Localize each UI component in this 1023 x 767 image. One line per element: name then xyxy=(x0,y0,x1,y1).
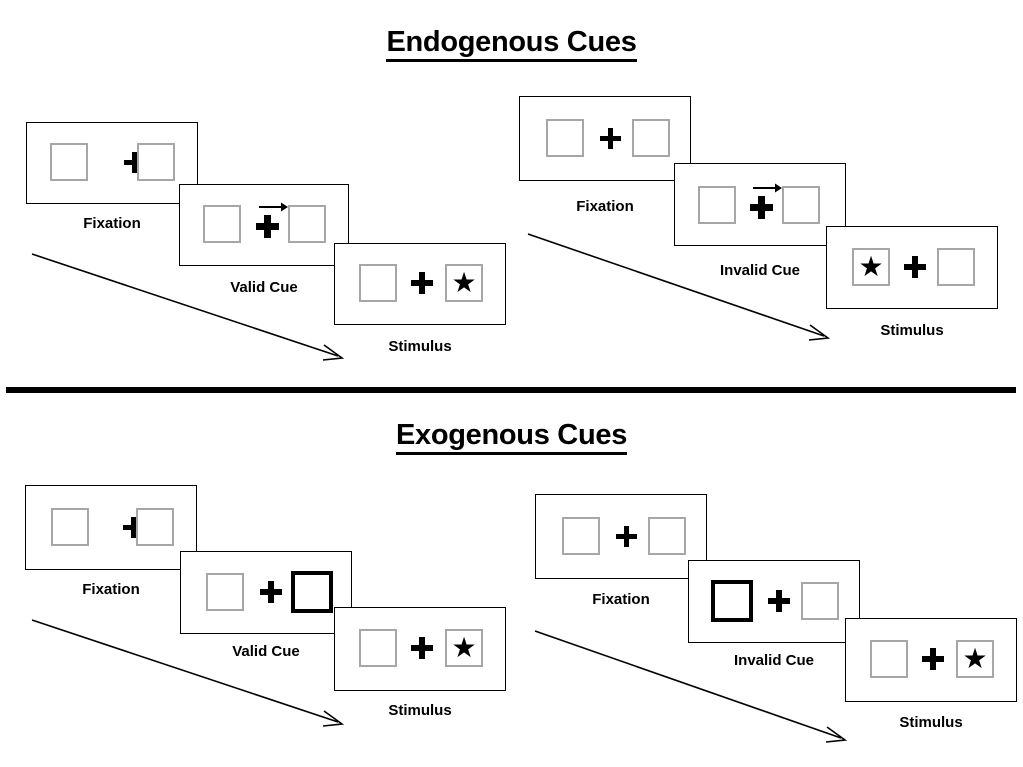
diagonal-time-arrow-exogenous-invalid xyxy=(534,630,848,743)
fixation-cross-icon xyxy=(123,517,144,538)
exogenous-cue-box-right xyxy=(291,571,333,613)
star-target-icon: ★ xyxy=(451,266,477,299)
placeholder-box-right xyxy=(782,186,820,224)
frame-exogenous-invalid-stimulus: ★ xyxy=(845,618,1017,702)
placeholder-box-left-with-target: ★ xyxy=(852,248,890,286)
caption-exogenous-valid-stimulus: Stimulus xyxy=(388,702,452,719)
section-title-endogenous-text: Endogenous Cues xyxy=(386,26,637,62)
frame-exogenous-valid-fixation xyxy=(25,485,197,570)
frame-endogenous-valid-fixation xyxy=(26,122,198,204)
exogenous-cue-box-left xyxy=(711,580,753,622)
placeholder-box-left xyxy=(546,119,584,157)
caption-endogenous-valid-cue: Valid Cue xyxy=(230,279,298,296)
section-title-endogenous: Endogenous Cues xyxy=(0,26,1023,62)
placeholder-box-right-with-target: ★ xyxy=(956,640,994,678)
fixation-cross-icon xyxy=(411,637,433,659)
placeholder-box-left xyxy=(359,629,397,667)
frame-endogenous-invalid-cue xyxy=(674,163,846,246)
placeholder-box-right xyxy=(648,517,686,555)
placeholder-box-right xyxy=(937,248,975,286)
fixation-cross-icon xyxy=(260,581,282,603)
placeholder-box-left xyxy=(870,640,908,678)
caption-exogenous-invalid-stimulus: Stimulus xyxy=(899,714,963,731)
placeholder-box-left xyxy=(50,143,88,181)
section-title-exogenous: Exogenous Cues xyxy=(0,419,1023,455)
caption-endogenous-invalid-stimulus: Stimulus xyxy=(880,322,944,339)
fixation-cross-icon xyxy=(904,256,926,278)
placeholder-box-right-with-target: ★ xyxy=(445,629,483,667)
fixation-cross-icon xyxy=(600,128,621,149)
caption-exogenous-valid-fixation: Fixation xyxy=(82,581,140,598)
frame-exogenous-invalid-cue xyxy=(688,560,860,643)
caption-exogenous-invalid-fixation: Fixation xyxy=(592,591,650,608)
fixation-cross-icon xyxy=(750,196,773,219)
fixation-cross-icon xyxy=(124,152,145,173)
right-arrow-cue-icon xyxy=(753,183,782,193)
star-target-icon: ★ xyxy=(858,250,884,283)
right-arrow-cue-icon xyxy=(259,202,288,212)
frame-exogenous-valid-stimulus: ★ xyxy=(334,607,506,691)
fixation-cross-icon xyxy=(616,526,637,547)
placeholder-box-left xyxy=(359,264,397,302)
star-target-icon: ★ xyxy=(451,631,477,664)
caption-endogenous-valid-stimulus: Stimulus xyxy=(388,338,452,355)
placeholder-box-left xyxy=(698,186,736,224)
fixation-cross-icon xyxy=(922,648,944,670)
section-divider xyxy=(6,387,1016,393)
fixation-cross-icon xyxy=(768,590,790,612)
caption-endogenous-valid-fixation: Fixation xyxy=(83,215,141,232)
placeholder-box-right xyxy=(288,205,326,243)
placeholder-box-left xyxy=(51,508,89,546)
caption-endogenous-invalid-fixation: Fixation xyxy=(576,198,634,215)
caption-exogenous-invalid-cue: Invalid Cue xyxy=(733,652,815,669)
caption-endogenous-invalid-cue: Invalid Cue xyxy=(719,262,801,279)
caption-exogenous-valid-cue: Valid Cue xyxy=(232,643,300,660)
placeholder-box-left xyxy=(562,517,600,555)
frame-endogenous-invalid-stimulus: ★ xyxy=(826,226,998,309)
placeholder-box-left xyxy=(203,205,241,243)
section-title-exogenous-text: Exogenous Cues xyxy=(395,419,627,455)
star-target-icon: ★ xyxy=(962,642,988,675)
diagonal-time-arrow-endogenous-valid xyxy=(31,253,345,361)
frame-endogenous-valid-stimulus: ★ xyxy=(334,243,506,325)
placeholder-box-right xyxy=(632,119,670,157)
frame-endogenous-valid-cue xyxy=(179,184,349,266)
fixation-cross-icon xyxy=(256,215,279,238)
frame-exogenous-valid-cue xyxy=(180,551,352,634)
placeholder-box-right xyxy=(801,582,839,620)
frame-endogenous-invalid-fixation xyxy=(519,96,691,181)
placeholder-box-right-with-target: ★ xyxy=(445,264,483,302)
fixation-cross-icon xyxy=(411,272,433,294)
placeholder-box-right xyxy=(137,143,175,181)
placeholder-box-right xyxy=(136,508,174,546)
diagonal-time-arrow-endogenous-invalid xyxy=(527,233,831,341)
frame-exogenous-invalid-fixation xyxy=(535,494,707,579)
placeholder-box-left xyxy=(206,573,244,611)
